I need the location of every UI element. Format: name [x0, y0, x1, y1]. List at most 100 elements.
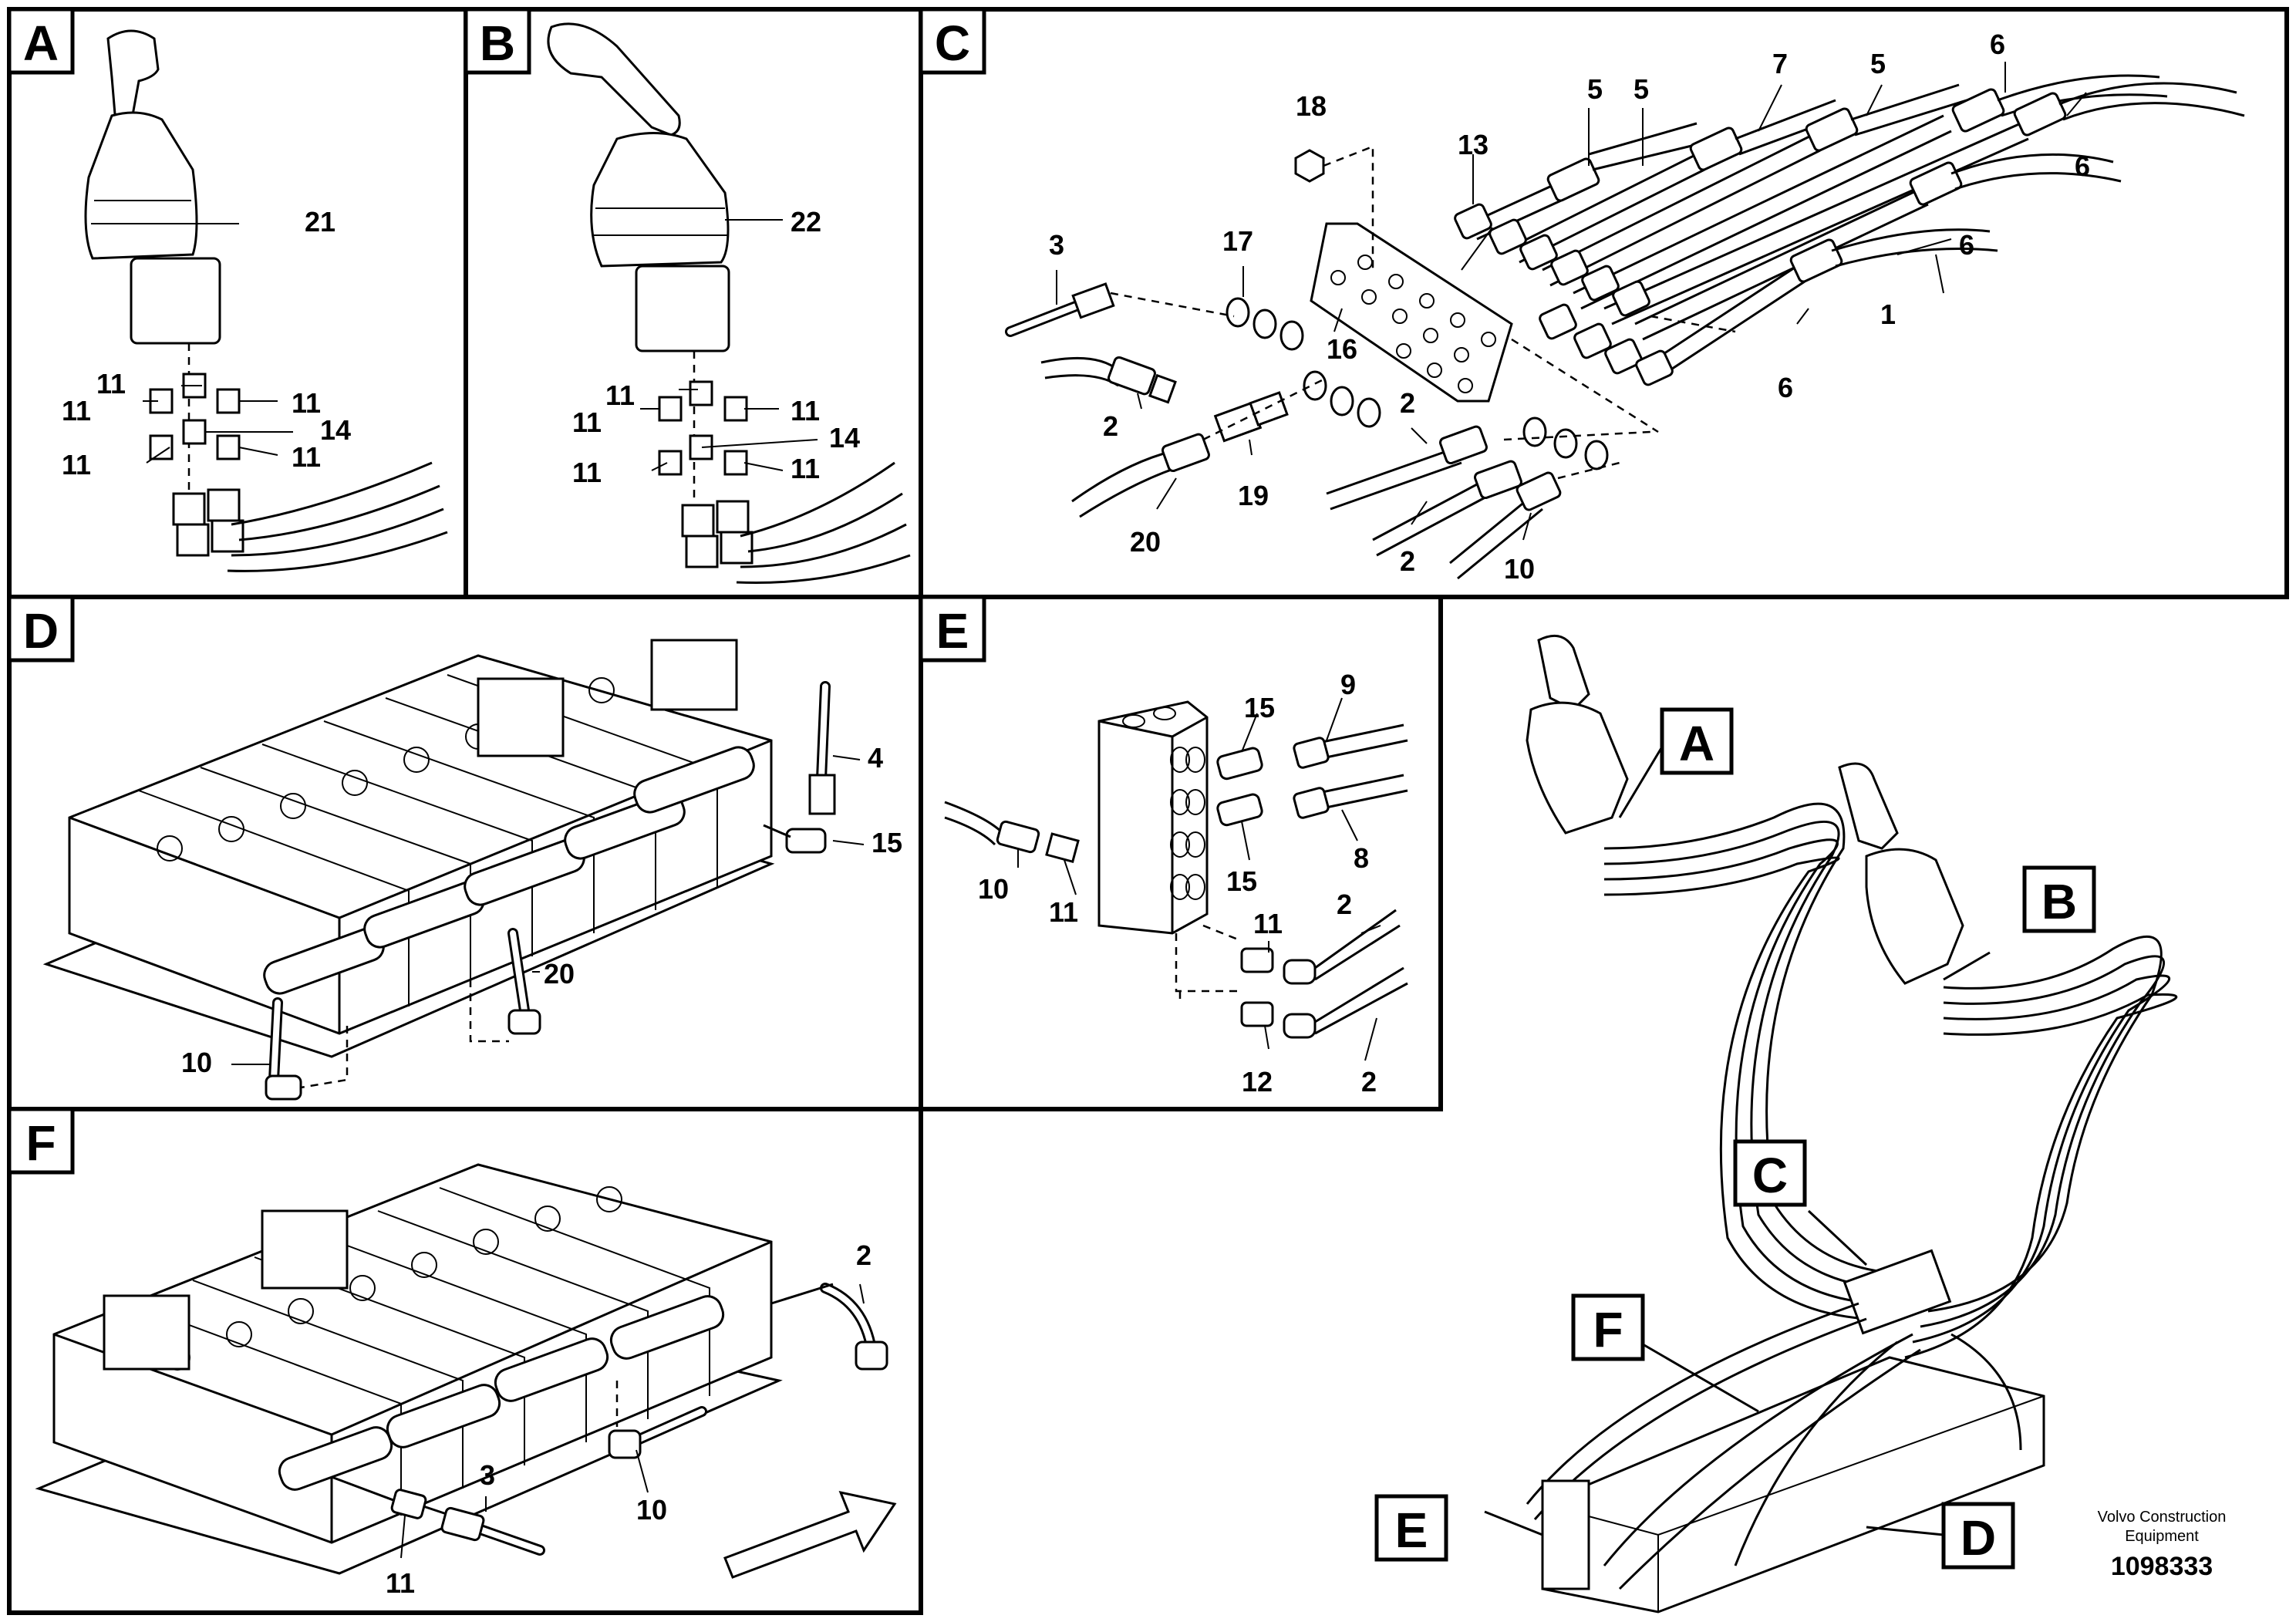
panel-a-drawing: 21 11 11 11 14 11 11 — [62, 29, 448, 572]
overview-box-d — [1941, 1502, 2015, 1570]
callout-c-5b: 5 — [1633, 73, 1649, 105]
panel-b-letter: B — [480, 15, 515, 71]
joystick-b-hose-ends — [681, 500, 754, 568]
callout-c-6b: 6 — [2075, 150, 2090, 182]
panel-a-letter: A — [23, 15, 59, 71]
panel-frames — [7, 7, 2289, 1615]
callout-d-4: 4 — [868, 742, 883, 774]
overview-box-a — [1660, 707, 1734, 775]
callout-a-11-bl: 11 — [62, 449, 91, 481]
callout-c-13: 13 — [1458, 129, 1489, 160]
callout-b-11-right: 11 — [791, 395, 820, 427]
callout-c-20: 20 — [1130, 526, 1161, 558]
overview-drawing: A B C F E D — [1374, 634, 2178, 1614]
overview-box-f — [1571, 1293, 1645, 1361]
callout-c-5a: 5 — [1587, 73, 1603, 105]
overview-joystick-a — [1526, 701, 1629, 835]
panel-f-letter: F — [25, 1115, 56, 1171]
callout-c-6d: 6 — [1778, 372, 1793, 403]
valve-d-solenoid — [477, 677, 565, 757]
overview-box-e — [1374, 1494, 1448, 1562]
joystick-a-grip — [106, 29, 160, 125]
plate-connectors — [1454, 203, 1674, 386]
panel-f-frame — [7, 1107, 923, 1615]
callout-e-15-top: 15 — [1244, 692, 1275, 723]
callout-a-21: 21 — [305, 206, 335, 238]
callout-f-3: 3 — [480, 1459, 495, 1491]
overview-label-a: A — [1679, 716, 1714, 771]
callout-a-11-br: 11 — [292, 441, 321, 473]
joystick-a-boot — [84, 111, 198, 260]
panel-c-letter: C — [935, 15, 970, 71]
callout-d-10: 10 — [181, 1047, 212, 1078]
callout-f-11: 11 — [386, 1567, 415, 1599]
callout-c-2a: 2 — [1103, 410, 1118, 442]
callout-c-10: 10 — [1504, 553, 1535, 585]
callout-e-9: 9 — [1340, 669, 1356, 700]
footer-drawing-number: 1098333 — [2111, 1552, 2213, 1581]
callout-d-15: 15 — [872, 827, 902, 858]
callout-a-11-top: 11 — [96, 368, 126, 400]
joystick-a-hose-ends — [172, 488, 244, 557]
valve-d-solenoid-2 — [650, 639, 738, 711]
callout-e-11-right: 11 — [1253, 908, 1283, 939]
callout-a-11-left: 11 — [62, 395, 91, 427]
panel-e-frame — [919, 595, 1443, 1111]
overview-joystick-b-grip — [1838, 762, 1899, 850]
overview-label-c: C — [1752, 1148, 1788, 1203]
callout-b-11-bl: 11 — [572, 457, 602, 488]
overview-box-c — [1733, 1139, 1807, 1207]
overview-label-f: F — [1593, 1302, 1623, 1357]
callout-c-2c: 2 — [1400, 545, 1415, 577]
callout-e-15-bottom: 15 — [1226, 865, 1257, 897]
nuts-17 — [1226, 297, 1304, 351]
panel-d-drawing: 4 15 20 10 — [42, 639, 902, 1101]
callout-b-11-left: 11 — [572, 406, 602, 438]
callout-d-20: 20 — [544, 958, 575, 990]
callout-f-2: 2 — [856, 1239, 872, 1271]
callout-c-7: 7 — [1772, 48, 1788, 79]
valve-f-body — [52, 1163, 773, 1544]
footer-company-line2: Equipment — [2125, 1528, 2199, 1545]
joystick-b-base — [635, 265, 730, 352]
bolt-18 — [1294, 149, 1325, 183]
valve-f-solenoid-2 — [103, 1294, 190, 1371]
callout-c-2b: 2 — [1400, 387, 1415, 419]
callout-c-3: 3 — [1049, 229, 1064, 261]
direction-arrow — [723, 1490, 897, 1579]
callout-c-16: 16 — [1327, 333, 1357, 365]
callout-e-2-top: 2 — [1337, 889, 1352, 920]
footer-company-line1: Volvo Construction — [2098, 1509, 2227, 1526]
overview-label-b: B — [2041, 874, 2077, 929]
overview-joystick-a-grip — [1537, 634, 1590, 711]
manifold-ports — [1122, 706, 1205, 900]
callout-c-18: 18 — [1296, 90, 1327, 122]
overview-joystick-b — [1865, 848, 1964, 985]
callout-f-10: 10 — [636, 1494, 667, 1526]
panel-b-drawing: 22 11 11 11 14 11 11 — [547, 22, 911, 585]
callout-c-6a: 6 — [1990, 29, 2005, 60]
valve-f-solenoid — [261, 1209, 349, 1290]
callout-b-14: 14 — [829, 422, 860, 454]
overview-manifold — [1541, 1479, 1590, 1590]
callout-e-10: 10 — [978, 873, 1009, 905]
overview-label-d: D — [1961, 1510, 1996, 1566]
callout-b-11-br: 11 — [791, 453, 820, 484]
callout-e-8: 8 — [1354, 842, 1369, 874]
valve-f-spools — [278, 1295, 725, 1491]
joystick-a-base — [130, 257, 221, 345]
callout-e-12: 12 — [1242, 1066, 1273, 1098]
footer: Volvo Construction Equipment 1098333 — [2098, 1509, 2227, 1581]
valve-d-spools — [263, 746, 755, 995]
overview-label-e: E — [1395, 1502, 1428, 1558]
callout-c-17: 17 — [1222, 225, 1253, 257]
callout-c-1: 1 — [1880, 298, 1896, 330]
valve-f-sections — [130, 1187, 710, 1516]
joystick-b-fittings — [658, 380, 748, 476]
panel-tabs: A B C D E F — [7, 7, 986, 1175]
callout-b-11-top: 11 — [605, 379, 635, 411]
panel-c-drawing: 18 13 5 5 7 5 6 6 3 17 16 6 1 6 2 19 20 … — [1005, 29, 2245, 585]
panel-f-drawing: 2 3 10 11 — [35, 1163, 897, 1599]
overview-valve — [1541, 1356, 2045, 1614]
